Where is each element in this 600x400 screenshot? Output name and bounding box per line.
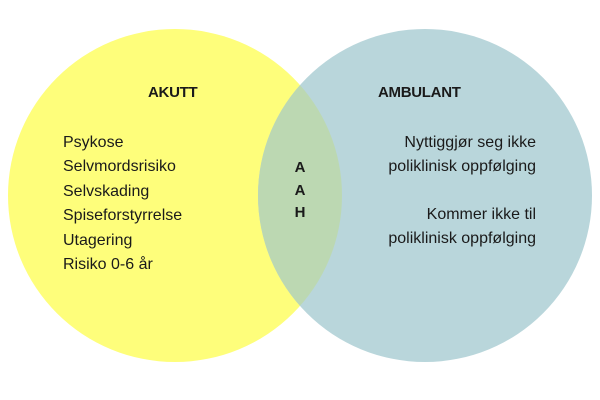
akutt-item: Spiseforstyrrelse	[63, 207, 183, 225]
akutt-list: Psykose Selvmordsrisiko Selvskading Spis…	[63, 131, 182, 277]
overlap-letter: A	[294, 181, 306, 199]
akutt-heading: AKUTT	[148, 84, 198, 101]
akutt-item: Risiko 0-6 år	[63, 256, 153, 274]
akutt-item: Selvmordsrisiko	[63, 158, 176, 176]
overlap-letter: A	[294, 159, 306, 176]
akutt-item: Utagering	[63, 231, 133, 249]
ambulant-criterion-line: poliklinisk oppfølging	[388, 158, 536, 175]
ambulant-criterion-line: poliklinisk oppfølging	[388, 230, 536, 247]
akutt-item: Selvskading	[63, 182, 150, 200]
ambulant-criterion: Kommer ikke til poliklinisk oppfølging	[388, 203, 536, 251]
ambulant-heading: AMBULANT	[378, 84, 461, 101]
overlap-letter: H	[294, 204, 306, 221]
overlap-label: A A H	[292, 157, 308, 225]
ambulant-criterion: Nyttiggjør seg ikke poliklinisk oppfølgi…	[388, 131, 536, 179]
ambulant-criterion-line: Kommer ikke til	[426, 206, 536, 223]
akutt-item: Psykose	[63, 134, 124, 151]
ambulant-criterion-line: Nyttiggjør seg ikke	[404, 134, 536, 151]
